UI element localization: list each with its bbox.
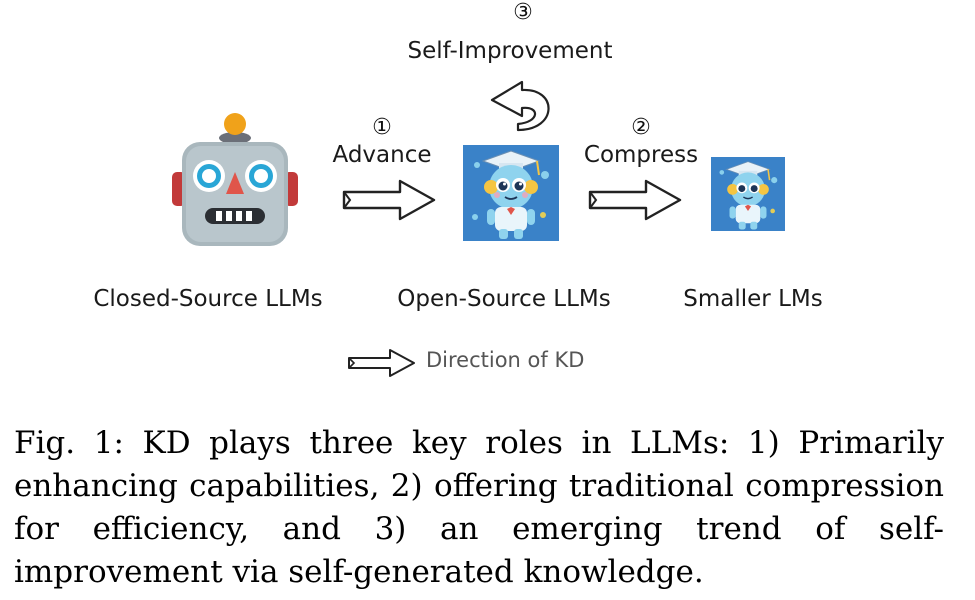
step-1-number: ① xyxy=(372,115,392,140)
compress-arrow-icon xyxy=(588,179,682,221)
legend: Direction of KD xyxy=(346,344,636,380)
step-3-number: ③ xyxy=(513,0,533,25)
open-source-student-robot-icon xyxy=(463,145,559,241)
closed-source-robot-icon xyxy=(172,113,298,246)
smaller-lms-label: Smaller LMs xyxy=(683,286,823,312)
figure-caption: Fig. 1: KD plays three key roles in LLMs… xyxy=(14,425,944,590)
advance-arrow-icon xyxy=(342,179,436,221)
legend-label: Direction of KD xyxy=(426,348,585,372)
smaller-student-robot-icon xyxy=(711,157,785,231)
advance-label: Advance xyxy=(332,142,432,168)
step-2-number: ② xyxy=(631,115,651,140)
open-source-llms-label: Open-Source LLMs xyxy=(397,286,611,312)
self-improvement-arrow-icon xyxy=(490,80,550,132)
closed-source-llms-label: Closed-Source LLMs xyxy=(93,286,323,312)
compress-label: Compress xyxy=(583,142,699,168)
self-improvement-label: Self-Improvement xyxy=(407,38,613,64)
kd-direction-arrow-icon xyxy=(348,349,415,377)
